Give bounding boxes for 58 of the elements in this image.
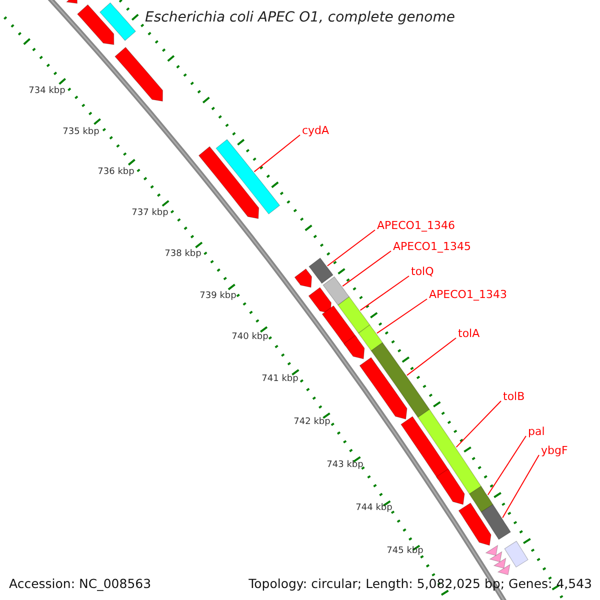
gene-feature bbox=[498, 564, 510, 576]
leader-line bbox=[360, 276, 410, 311]
leader-line bbox=[342, 250, 392, 287]
gene-block bbox=[99, 2, 136, 42]
title: Escherichia coli APEC O1, complete genome bbox=[145, 10, 455, 26]
gene-label: tolB bbox=[503, 390, 525, 404]
scale-label: 740 kbp bbox=[232, 333, 268, 343]
gene-block bbox=[216, 139, 280, 214]
gene-feature bbox=[494, 558, 506, 569]
gene-feature bbox=[359, 357, 408, 420]
footer-text: Topology: circular; Length: 5,082,025 bp; Genes: 4,543 bbox=[248, 577, 592, 591]
gene-label: tolQ bbox=[411, 266, 434, 278]
leader-line bbox=[487, 436, 526, 496]
gene-label: APECO1_1343 bbox=[429, 288, 507, 302]
gene-feature bbox=[490, 552, 502, 562]
leader-line bbox=[254, 134, 300, 172]
scale-label: 737 kbp bbox=[132, 209, 168, 219]
gene-feature bbox=[458, 502, 492, 546]
scale-label: 742 kbp bbox=[294, 418, 330, 428]
gene-label: ybgF bbox=[541, 444, 568, 458]
leader-line bbox=[376, 298, 428, 334]
gene-block bbox=[338, 296, 370, 334]
gene-block bbox=[480, 504, 512, 540]
gene-block bbox=[504, 540, 528, 568]
gene-feature bbox=[486, 545, 498, 556]
leader-line bbox=[502, 454, 540, 518]
gene-feature bbox=[198, 146, 260, 219]
gene-feature bbox=[114, 46, 163, 102]
leader-line bbox=[406, 338, 456, 376]
gene-feature bbox=[308, 287, 332, 314]
gene-block bbox=[358, 324, 383, 352]
gene-label: APECO1_1346 bbox=[377, 220, 455, 232]
leader-line bbox=[326, 230, 376, 266]
scale-label: 743 kbp bbox=[326, 461, 364, 471]
gene-block bbox=[468, 486, 494, 513]
scale-label: 739 kbp bbox=[200, 292, 236, 302]
gene-block bbox=[322, 276, 350, 306]
scale-label: 735 kbp bbox=[62, 128, 100, 138]
gene-label: tolA bbox=[458, 328, 480, 340]
gene-feature bbox=[76, 4, 114, 45]
gene-label: pal bbox=[528, 426, 545, 438]
footer-text: Accession: NC_008563 bbox=[9, 577, 152, 591]
scale-label: 744 kbp bbox=[356, 504, 392, 514]
scale-label: 741 kbp bbox=[262, 375, 298, 385]
scale-label: 745 kbp bbox=[386, 547, 424, 557]
gene-label: APECO1_1345 bbox=[393, 240, 471, 254]
gene-block bbox=[308, 258, 334, 284]
gene-feature bbox=[436, 468, 465, 505]
gene-block bbox=[370, 342, 430, 418]
scale-label: 738 kbp bbox=[164, 250, 202, 260]
gene-label: cydA bbox=[302, 124, 330, 138]
gene-block bbox=[418, 408, 482, 494]
gene-feature bbox=[343, 335, 365, 360]
scale-label: 734 kbp bbox=[28, 87, 66, 97]
gene-feature bbox=[66, 0, 78, 4]
gene-feature bbox=[294, 268, 312, 288]
scale-label: 736 kbp bbox=[98, 168, 134, 178]
leader-line bbox=[456, 400, 502, 448]
